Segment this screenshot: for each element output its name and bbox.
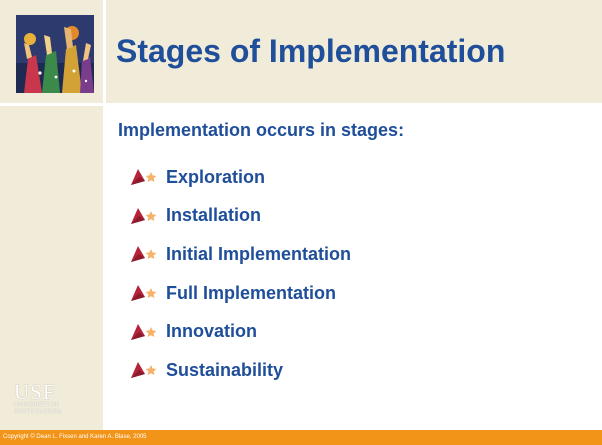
footer-bar (0, 430, 602, 445)
list-item: Sustainability (130, 351, 351, 390)
usf-logo: USF UNIVERSITY OF SOUTH FLORIDA (14, 382, 70, 415)
arrow-bullet-icon (131, 207, 157, 224)
stage-label: Installation (166, 205, 262, 226)
slide-subtitle: Implementation occurs in stages: (118, 120, 405, 140)
sidebar-divider (103, 0, 106, 430)
copyright-text: Copyright © Dean L. Fixsen and Karen A. … (3, 434, 147, 440)
list-item: Installation (130, 197, 351, 236)
usf-logo-line2: SOUTH FLORIDA (14, 408, 62, 415)
arrow-bullet-icon (131, 323, 157, 340)
arrow-bullet-icon (131, 362, 157, 379)
title-band (0, 0, 602, 103)
arrow-bullet-icon (131, 169, 157, 186)
raised-hands-icon (16, 15, 94, 93)
stage-label: Full Implementation (166, 282, 337, 303)
arrow-bullet-icon (131, 285, 157, 302)
stage-label: Exploration (166, 166, 266, 187)
usf-logo-line1: UNIVERSITY OF (14, 402, 59, 408)
stage-label: Initial Implementation (166, 243, 352, 264)
slide-title: Stages of Implementation (116, 33, 506, 69)
arrow-bullet-icon (131, 246, 157, 263)
usf-logo-mark: USF (14, 380, 56, 404)
list-item: Full Implementation (130, 274, 351, 313)
title-divider (0, 103, 602, 106)
list-item: Exploration (130, 158, 351, 197)
stage-label: Sustainability (166, 359, 284, 380)
list-item: Innovation (130, 312, 351, 351)
stage-label: Innovation (166, 321, 257, 342)
list-item: Initial Implementation (130, 235, 351, 274)
stages-list: Exploration Installation Initial Impleme… (130, 158, 351, 390)
